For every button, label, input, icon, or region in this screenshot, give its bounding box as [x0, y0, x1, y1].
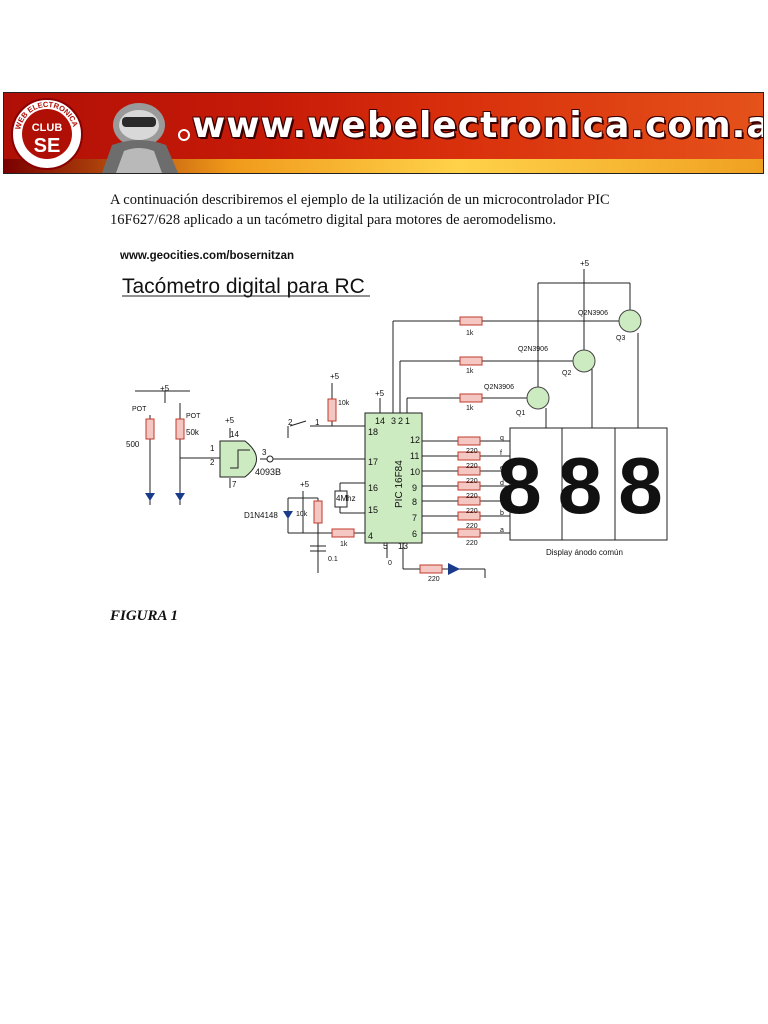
- seg-res-2: 220: [466, 463, 478, 470]
- pic-part: PIC 16F84: [394, 460, 405, 508]
- seg-d: d: [500, 480, 504, 487]
- reset-supply: +5: [300, 480, 310, 489]
- pic-pin-10: 10: [410, 467, 420, 477]
- pot1-value: 500: [126, 440, 140, 449]
- q2-part: Q2N3906: [518, 346, 548, 353]
- q1-base-res: 1k: [466, 405, 474, 412]
- cap-value: 0.1: [328, 556, 338, 563]
- supply-label: +5: [580, 259, 590, 268]
- schematic-title: Tacómetro digital para RC: [122, 275, 365, 298]
- q3-base-res: 1k: [466, 330, 474, 337]
- diode-label: D1N4148: [244, 511, 278, 520]
- pic-pin-12: 12: [410, 435, 420, 445]
- gate-pin-3: 3: [262, 448, 267, 457]
- gate-supply: +5: [225, 416, 235, 425]
- schematic-source: www.geocities.com/bosernitzan: [119, 250, 294, 262]
- pic-pin-8: 8: [412, 497, 417, 507]
- gate-pin-2: 2: [210, 458, 215, 467]
- pic-pin-2: 2: [398, 416, 403, 426]
- seg-res-5: 220: [466, 508, 478, 515]
- banner-stripe: [4, 159, 763, 173]
- gate-pin-1: 1: [210, 444, 215, 453]
- q1-part: Q2N3906: [484, 384, 514, 391]
- pull-res: 10k: [338, 400, 350, 407]
- switch-pin-1: 1: [315, 418, 320, 427]
- seg-res-7: 220: [466, 540, 478, 547]
- site-url[interactable]: www.webelectronica.com.ar: [192, 105, 764, 146]
- seg-res-3: 220: [466, 478, 478, 485]
- seg-c: c: [500, 495, 504, 502]
- seg-g: g: [500, 435, 504, 442]
- pic-pin-4: 4: [368, 531, 373, 541]
- seg-res-1: 220: [466, 448, 478, 455]
- intro-paragraph: A continuación describiremos el ejemplo …: [110, 192, 610, 228]
- tachometer-schematic: www.geocities.com/bosernitzan Tacómetro …: [119, 250, 670, 583]
- seg-res-6: 220: [466, 523, 478, 530]
- pic-pin-9: 9: [412, 483, 417, 493]
- pic-pin-14: 14: [375, 416, 385, 426]
- q2-base-res: 1k: [466, 368, 474, 375]
- crystal-label: 4Mhz: [336, 494, 356, 503]
- pic-pin-11: 11: [410, 451, 419, 461]
- pic-supply: +5: [375, 389, 385, 398]
- gnd-label: 0: [388, 560, 392, 567]
- pic-pin-3: 3: [391, 416, 396, 426]
- pic-pin-7: 7: [412, 513, 417, 523]
- pic-pin-15: 15: [368, 505, 378, 515]
- pot2-value: 50k: [186, 428, 200, 437]
- q1-ref: Q1: [516, 410, 525, 417]
- seg-b: b: [500, 510, 504, 517]
- seg-a: a: [500, 527, 504, 534]
- pic-pin-6: 6: [412, 529, 417, 539]
- seg-res-4: 220: [466, 493, 478, 500]
- display-caption: Display ánodo común: [546, 548, 623, 557]
- logo-se-text: SE: [34, 135, 61, 157]
- reset-series-res: 1k: [340, 541, 348, 548]
- switch-pin-2: 2: [288, 418, 293, 427]
- reset-res: 10k: [296, 511, 308, 518]
- q2-ref: Q2: [562, 370, 571, 377]
- pot2-label: POT: [186, 413, 201, 420]
- seg-f: f: [500, 450, 502, 457]
- pot1-label: POT: [132, 406, 147, 413]
- gate-pin-7: 7: [232, 480, 237, 489]
- gate-part: 4093B: [255, 467, 281, 477]
- club-se-logo: WEB ELECTRONICA CLUB SE: [11, 98, 83, 170]
- led-res: 220: [428, 576, 440, 583]
- pic-pin-5: 5: [383, 541, 388, 551]
- seg-e: e: [500, 465, 504, 472]
- left-supply: +5: [160, 384, 170, 393]
- pic-pin-1: 1: [405, 416, 410, 426]
- pic-pin-16: 16: [368, 483, 378, 493]
- robot-illustration: [102, 103, 190, 173]
- pic-pin-17: 17: [368, 457, 378, 467]
- pull-supply: +5: [330, 372, 340, 381]
- q3-ref: Q3: [616, 335, 625, 342]
- site-banner[interactable]: WEB ELECTRONICA CLUB SE www.webelectroni…: [3, 92, 764, 174]
- pic-pin-13: 13: [398, 541, 408, 551]
- display-digits: 888: [497, 441, 670, 530]
- logo-club-text: CLUB: [32, 122, 63, 134]
- gate-pin-14: 14: [230, 430, 239, 439]
- pic-pin-18: 18: [368, 427, 378, 437]
- q3-part: Q2N3906: [578, 310, 608, 317]
- figure-caption: FIGURA 1: [110, 608, 178, 624]
